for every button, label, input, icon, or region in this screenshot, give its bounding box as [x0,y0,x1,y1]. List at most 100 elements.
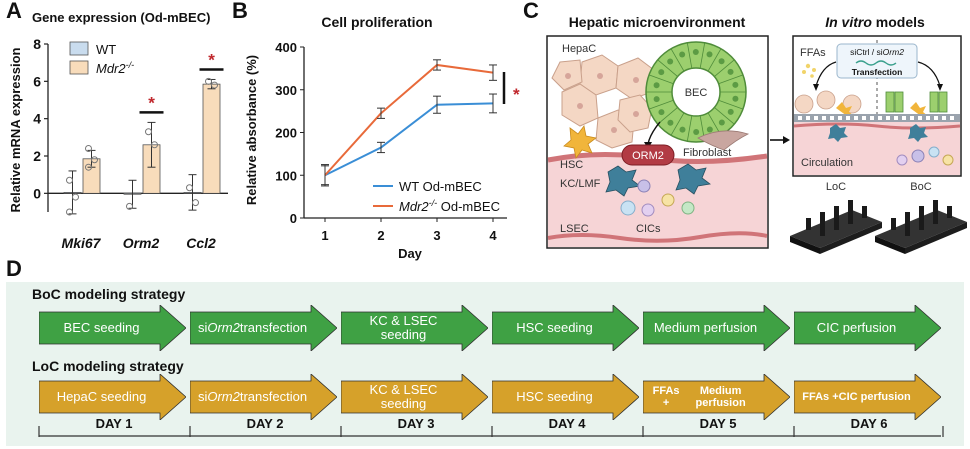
bec-cell-boundary [648,74,674,85]
chart-b-x-tick-label: 2 [377,228,384,243]
bec-cell-boundary [718,74,744,85]
membrane-pore [830,116,834,120]
legend-a-wt-swatch [69,41,89,56]
chip-port [820,224,825,236]
boc-step-arrow-shape [39,305,186,351]
gene-expression-chart: Gene expression (Od-mBEC) Relative mRNA … [8,10,228,251]
chip-port [848,200,853,212]
modeling-strategy-panel [6,282,964,446]
chip-port [806,218,811,230]
chip-port [933,212,938,224]
bec-nucleus [667,119,674,126]
chart-b-y-tick-label: 0 [290,211,297,226]
label-fibroblast: Fibroblast [683,147,731,159]
panel-label-a: A [6,0,22,23]
loc-step-4: HSC seeding [492,374,639,420]
chip-port [862,206,867,218]
boc-hsc-cell [910,102,928,116]
bec-cell-boundary [657,107,678,125]
loc-step-arrow-shape [39,374,186,420]
chart-b-y-tick-label: 300 [275,83,297,98]
organ-chip-devices [790,200,967,254]
chip-front [905,222,967,254]
circulating-immune-cells [620,179,695,217]
rna-strand-icon [855,60,897,66]
bec-nucleus [727,68,734,75]
chart-a-x-tick-label: Ccl2 [186,235,216,251]
bec-nucleus [693,128,700,135]
membrane-pore [854,116,858,120]
membrane-pore [870,116,874,120]
boc-step-label: BEC seeding [63,320,140,335]
label-boc: BoC [910,181,931,193]
boc-step-label: KC & LSEC seeding [369,313,438,342]
chip-port [919,218,924,230]
chart-a-data-point [192,199,199,207]
bec-cell-boundary [686,115,693,142]
loc-step-3: KC & LSEC seeding [341,374,488,420]
chart-b-y-tick-label: 400 [275,40,297,55]
boc-step-label: HSC seeding [516,320,593,335]
label-hepac: HepaC [562,43,596,55]
channel-immune-cells [896,146,954,166]
chart-a-title: Gene expression (Od-mBEC) [32,10,210,25]
boc-step-arrow-shape [341,305,488,351]
microenvironment-schematic: Hepatic microenvironment In vitro models… [546,14,967,254]
loc-step-label: FFAs +Medium perfusion [652,385,746,409]
chart-b-ylabel: Relative absorbance (%) [244,55,259,205]
membrane-pore [902,116,906,120]
chart-a-x-tick-label: Orm2 [123,235,160,251]
chip-port [947,206,952,218]
chart-a-data-point [211,81,218,89]
chip-port [905,212,910,224]
chart-a-bar [202,83,221,194]
endothelium-bottom [547,231,768,243]
bec-nucleus [658,69,665,76]
membrane-pore [814,116,818,120]
schematic-right-title: In vitro models [825,14,925,30]
boc-step-label: CIC perfusion [816,320,897,335]
loc-chip [790,200,882,254]
boc-step-arrow-shape [190,305,337,351]
membrane-pore [798,116,802,120]
membrane-pore [910,116,914,120]
chart-b-x-tick-label: 3 [433,228,440,243]
boc-step-arrow-shape [794,305,941,351]
membrane-pore [934,116,938,120]
chart-a-data-point [85,163,92,171]
fibroblast-cell [697,130,750,151]
membrane-pore [862,116,866,120]
day-label-1: DAY 1 [95,416,133,431]
legend-a-mdr2-label: Mdr2-/- [96,60,134,76]
chart-a-y-tick-label: 4 [33,111,41,127]
day-label-4: DAY 4 [548,416,586,431]
loc-step-label: FFAs +CIC perfusion [802,391,911,403]
label-circulation: Circulation [801,157,853,169]
legend-a-mdr2-swatch [69,60,89,75]
transfection-line2: Transfection [852,67,903,77]
label-ffas: FFAs [800,47,826,59]
chart-a-significance-mark: * [208,50,215,69]
schematic-left-title: Hepatic microenvironment [569,14,746,30]
membrane-pore [950,116,954,120]
boc-step-label: Medium perfusion [653,320,758,335]
bec-cell-boundary [670,112,685,136]
loc-step-arrow-shape [492,374,639,420]
channel-kupffer-cells [828,124,928,142]
day-label-2: DAY 2 [246,416,284,431]
membrane-pore [838,116,842,120]
chip-side [790,236,820,254]
membrane-pore [926,116,930,120]
bec-nucleus [706,51,713,58]
chart-a-data-point [66,208,73,216]
ffa-droplets [802,63,816,78]
bec-nucleus [658,109,665,116]
membrane-pore [894,116,898,120]
bec-cell-boundary [707,48,722,72]
loc-top-cells [794,90,862,114]
day-axis [38,426,944,437]
bec-cell-boundary [718,99,744,110]
boc-step-4: HSC seeding [492,305,639,351]
